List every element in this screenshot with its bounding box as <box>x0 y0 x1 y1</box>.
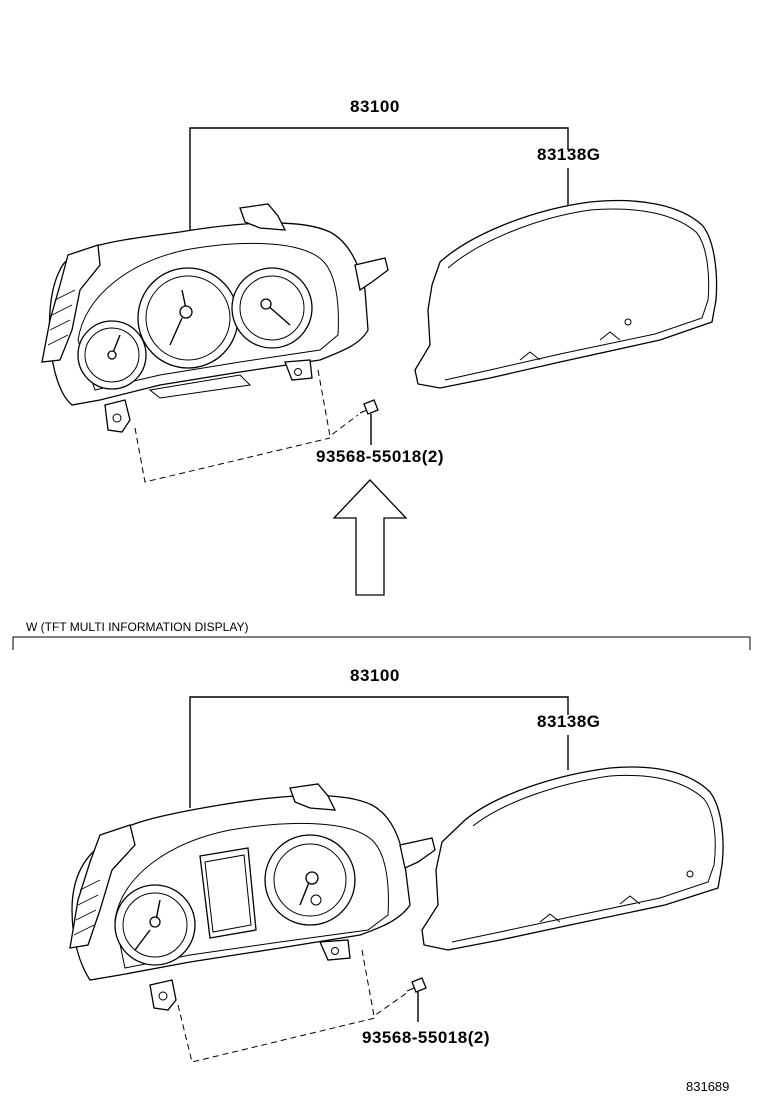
top-mount-dash-2 <box>317 369 359 437</box>
top-mount-dash <box>134 427 331 483</box>
top-section: 83100 83138G <box>41 97 718 596</box>
bottom-mount-dash-2 <box>361 949 409 1017</box>
bottom-assembly-label: 83100 <box>350 666 400 685</box>
variant-divider: W (TFT MULTI INFORMATION DISPLAY) <box>12 620 751 650</box>
bottom-combination-meter <box>69 783 436 1011</box>
top-assembly-leader <box>189 127 569 240</box>
up-arrow <box>332 479 408 596</box>
bottom-screw-label: 93568-55018(2) <box>362 1028 490 1047</box>
top-combination-meter <box>41 203 389 433</box>
bottom-glass-label: 83138G <box>537 712 601 731</box>
bottom-assembly-leader <box>189 696 569 808</box>
bottom-screw <box>406 977 427 1022</box>
top-assembly-label: 83100 <box>350 97 400 116</box>
top-screw <box>359 399 379 445</box>
diagram-reference: 831689 <box>686 1079 729 1094</box>
bottom-meter-glass <box>421 766 724 951</box>
top-glass-label: 83138G <box>537 145 601 164</box>
top-screw-label: 93568-55018(2) <box>316 447 444 466</box>
bottom-section: 83100 83138G <box>69 666 724 1063</box>
variant-caption: W (TFT MULTI INFORMATION DISPLAY) <box>26 620 248 634</box>
bottom-mount-dash <box>177 1004 376 1063</box>
top-meter-glass <box>414 199 718 389</box>
